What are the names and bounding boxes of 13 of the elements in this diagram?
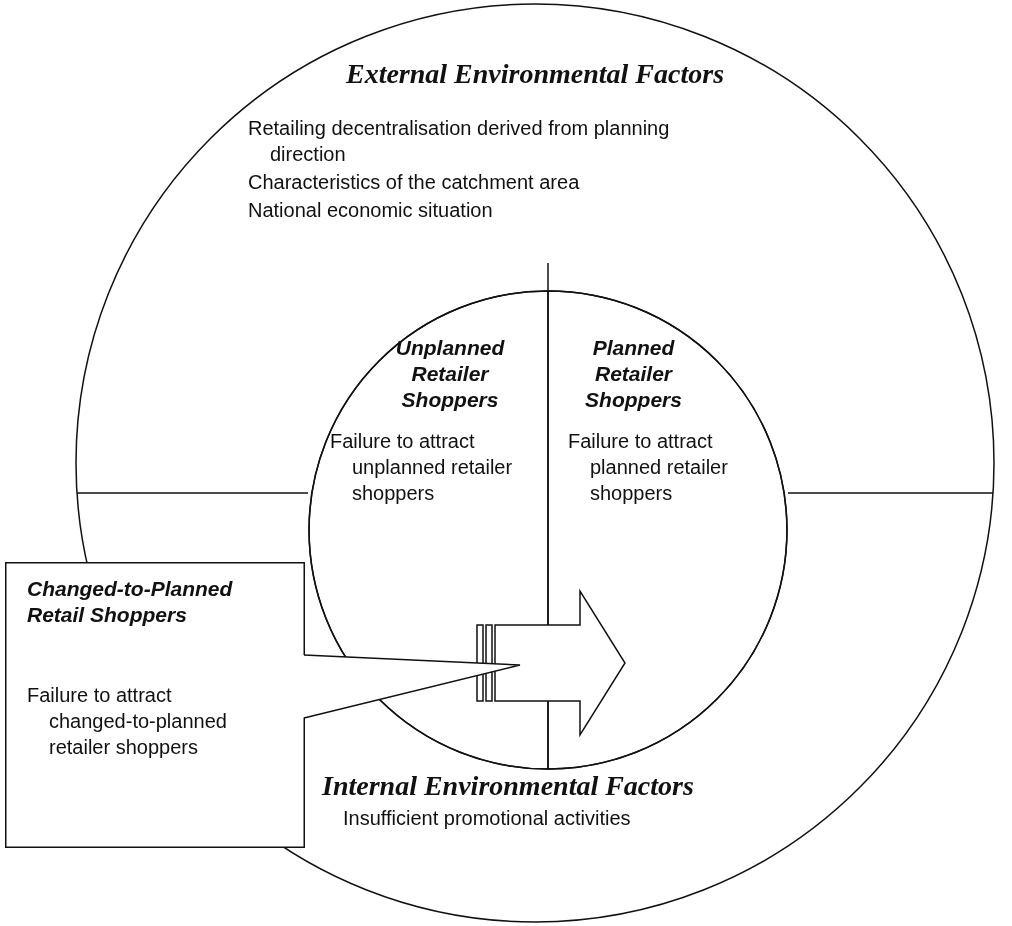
- factor-text: Characteristics of the catchment area: [248, 170, 581, 195]
- segment-text: Failure to attract unplanned retailer shoppers: [330, 429, 514, 506]
- callout-heading: Changed-to-Planned Retail Shoppers: [27, 576, 234, 628]
- section-heading: External Environmental Factors: [344, 61, 726, 87]
- factor-text: Insufficient promotional activities: [343, 806, 632, 831]
- segment-heading: Unplanned Retailer Shoppers: [394, 335, 506, 413]
- segment-text: Failure to attract planned retailer shoppers: [568, 429, 729, 506]
- factor-text: Retailing decentralisation derived from planning direction: [248, 116, 671, 167]
- block-arrow: [476, 588, 626, 738]
- callout-text: Failure to attract changed-to-planned retailer shoppers: [27, 683, 228, 760]
- segment-heading: Planned Retailer Shoppers: [584, 335, 683, 413]
- factor-text: National economic situation: [248, 198, 494, 223]
- callout-pointer: [302, 654, 521, 719]
